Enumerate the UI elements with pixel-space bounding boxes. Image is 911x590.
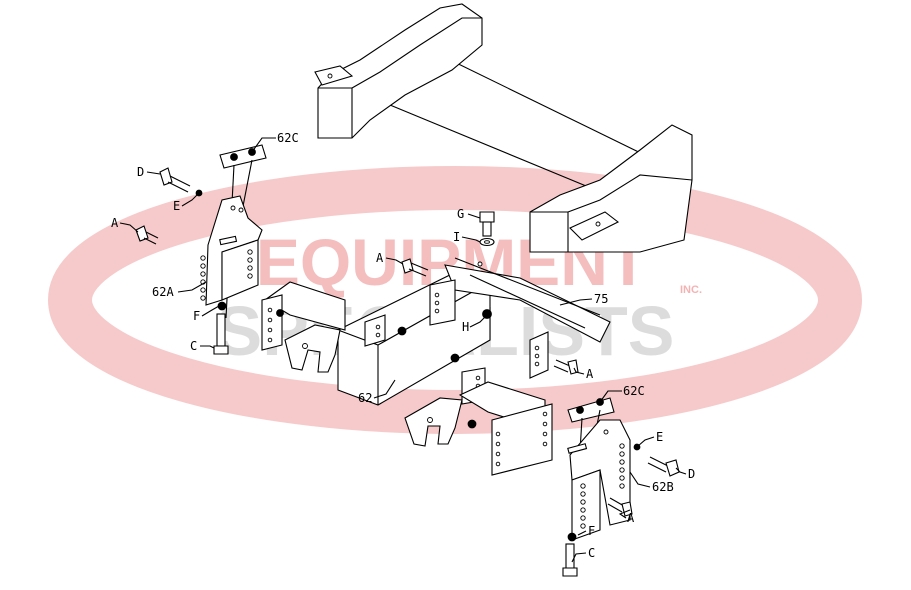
label-c-left: C bbox=[190, 339, 197, 353]
label-a-mid: A bbox=[376, 251, 384, 265]
label-i: I bbox=[453, 230, 460, 244]
label-f-right: F bbox=[588, 524, 595, 538]
label-e-right: E bbox=[656, 430, 663, 444]
label-62b: 62B bbox=[652, 480, 674, 494]
watermark-inc: INC. bbox=[680, 284, 702, 296]
callout-labels: 62C D E A 62A F C G I A 75 H A 62 62C E … bbox=[111, 131, 695, 560]
label-f-left: F bbox=[193, 309, 200, 323]
label-62c-bottom: 62C bbox=[623, 384, 645, 398]
label-a-bottom: A bbox=[627, 511, 635, 525]
bracket-62a bbox=[135, 144, 267, 355]
label-a-left: A bbox=[111, 216, 119, 230]
label-e-left: E bbox=[173, 199, 180, 213]
label-62c-top: 62C bbox=[277, 131, 299, 145]
label-g: G bbox=[457, 207, 464, 221]
label-a-right: A bbox=[586, 367, 594, 381]
tow-hook-right bbox=[404, 397, 463, 447]
label-75: 75 bbox=[594, 292, 608, 306]
label-c-right: C bbox=[588, 546, 595, 560]
label-d-left: D bbox=[137, 165, 144, 179]
vehicle-frame bbox=[314, 3, 693, 253]
label-h: H bbox=[462, 320, 469, 334]
tow-hook-left bbox=[284, 324, 341, 373]
label-62a: 62A bbox=[152, 285, 174, 299]
bracket-62b bbox=[562, 397, 680, 577]
leader-lines bbox=[119, 137, 687, 563]
hitch-assembly bbox=[261, 257, 611, 476]
label-62: 62 bbox=[358, 391, 372, 405]
frame-rail-left bbox=[317, 3, 483, 139]
label-d-right: D bbox=[688, 467, 695, 481]
